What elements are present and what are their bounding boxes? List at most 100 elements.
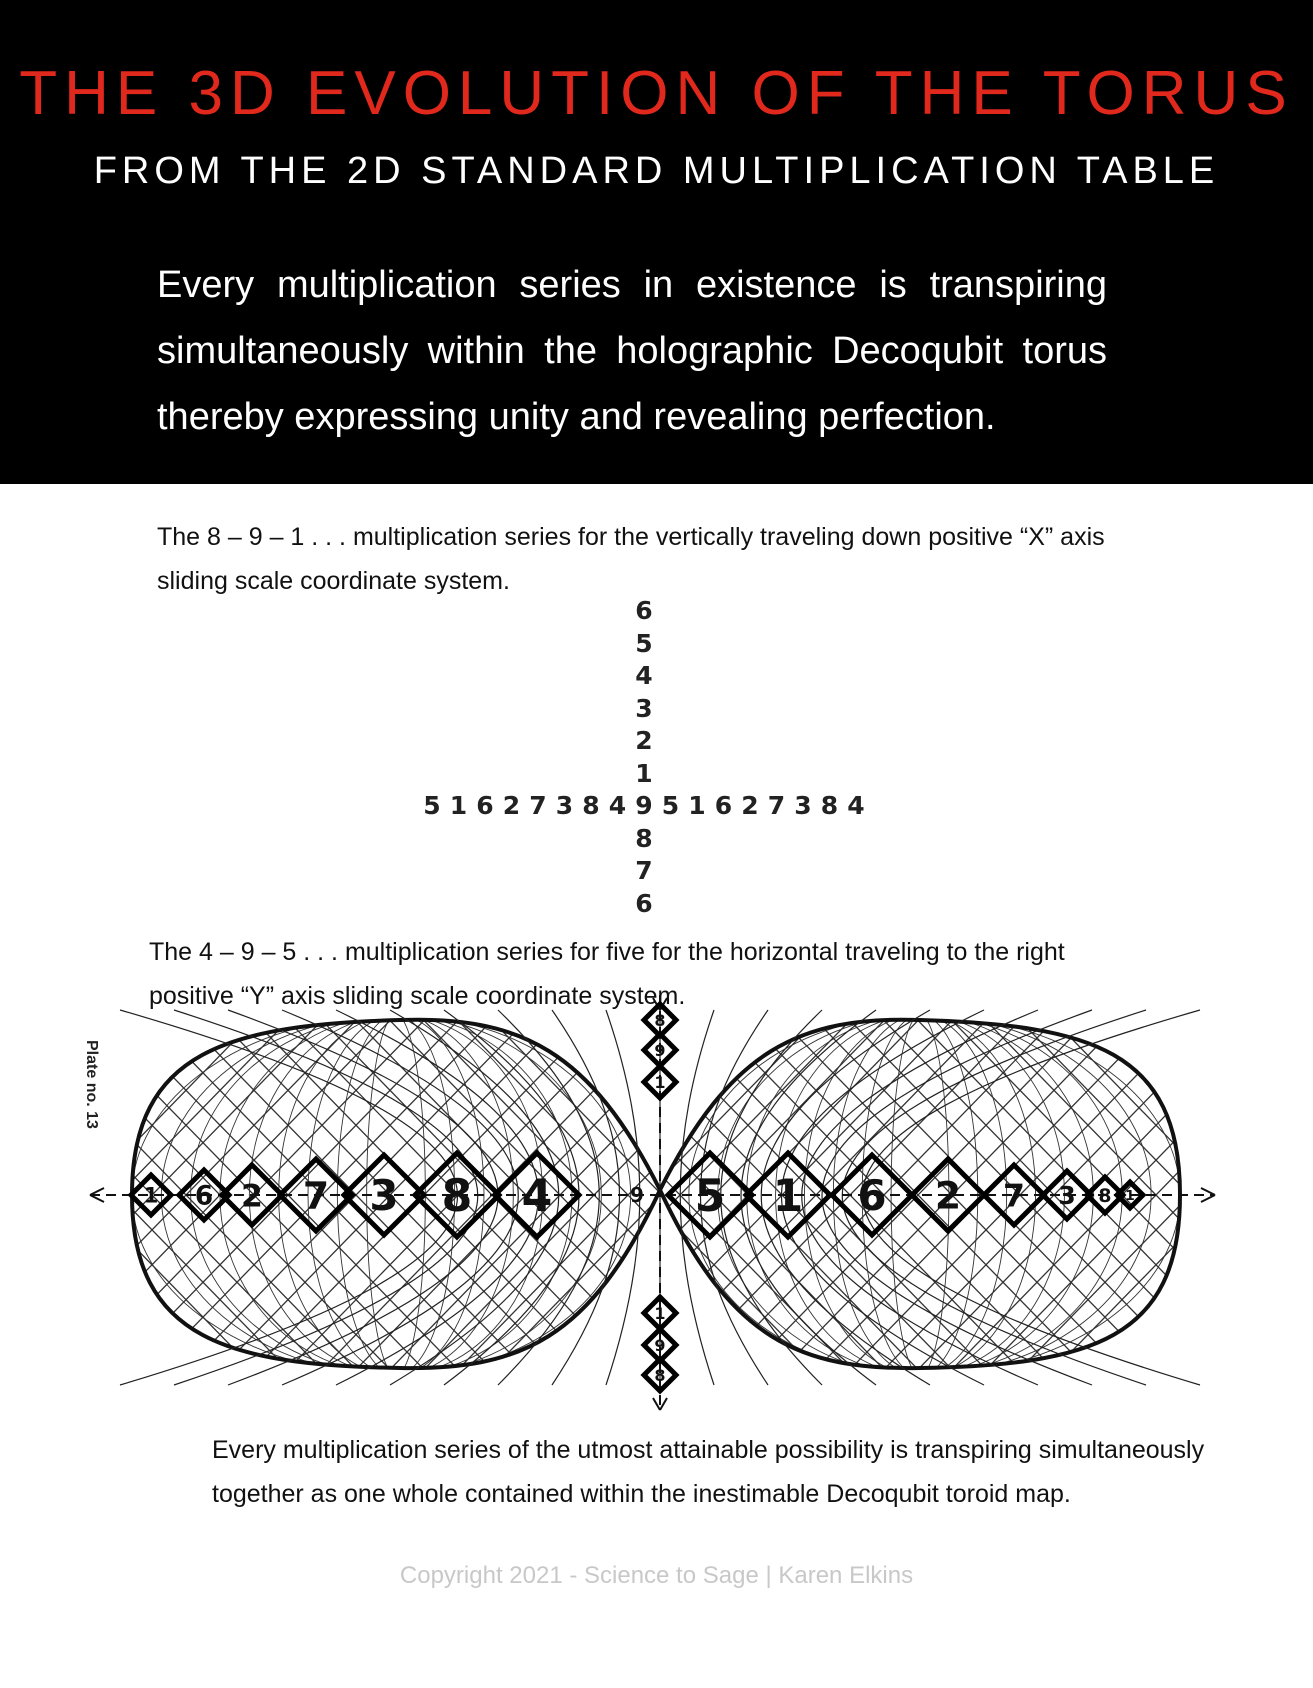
right-sequence-digit: 1 — [773, 1171, 804, 1222]
left-lobe-lattice-line — [0, 1000, 36, 1390]
cross-horizontal-digit: 3 — [555, 791, 574, 820]
waist-line — [821, 1009, 1093, 1386]
left-lobe-lattice-line — [132, 1019, 275, 1369]
left-lobe-lattice-line — [471, 1019, 660, 1369]
bottom-caption: Every multiplication series of the utmos… — [212, 1436, 1205, 1508]
right-lobe-lattice-line — [999, 1019, 1180, 1369]
bottom-sequence-digit: 9 — [654, 1336, 665, 1355]
waist-line — [679, 1009, 715, 1386]
waist-line — [497, 1009, 600, 1386]
top-sequence-digit: 9 — [654, 1041, 665, 1060]
cross-horizontal-digit: 5 — [423, 791, 441, 820]
right-sequence-digit: 5 — [695, 1171, 726, 1222]
left-lobe-lattice-line — [132, 1019, 343, 1369]
right-lobe-lattice-line — [1169, 1019, 1180, 1369]
right-sequence-digit: 7 — [1003, 1178, 1025, 1214]
top-diamond — [640, 1062, 680, 1102]
header-banner: THE 3D EVOLUTION OF THE TORUS FROM THE 2… — [0, 0, 1313, 484]
left-lobe-lattice-line — [471, 1019, 660, 1369]
right-lobe-lattice-line — [761, 1019, 1143, 1369]
bottom-arrow-icon — [652, 1397, 668, 1411]
cross-vertical-digit: 6 — [635, 596, 653, 625]
right-lobe-lattice-line — [1033, 1019, 1180, 1369]
cross-horizontal-digit: 6 — [476, 791, 494, 820]
right-lobe-lattice-line — [1204, 1000, 1313, 1390]
cross-vertical-digit: 7 — [635, 856, 653, 885]
bottom-diamond — [640, 1355, 680, 1395]
right-arrow-icon — [1200, 1187, 1216, 1203]
waist-line — [281, 1009, 519, 1386]
cross-vertical-digit: 1 — [635, 758, 653, 788]
top-sequence-digit: 8 — [654, 1011, 665, 1030]
cross-horizontal-digit: 8 — [820, 791, 839, 820]
left-diamond — [340, 1151, 428, 1239]
right-diamond — [1039, 1167, 1095, 1223]
right-lobe-lattice-line — [1238, 1000, 1313, 1390]
bottom-diamond — [640, 1293, 680, 1333]
cross-horizontal-digit: 1 — [688, 791, 706, 820]
left-lobe-lattice-line — [132, 1019, 139, 1369]
left-sequence-digit: 2 — [241, 1178, 263, 1214]
intro-text: Every multiplication series in existence… — [157, 264, 1107, 438]
right-lobe-lattice-line — [1272, 1000, 1313, 1390]
left-lobe-lattice-line — [132, 1019, 309, 1369]
left-arrow-icon — [89, 1187, 105, 1203]
cross-horizontal-digit: 3 — [794, 791, 812, 820]
right-diamond — [1113, 1178, 1147, 1212]
right-lobe-lattice-line — [1272, 1000, 1313, 1390]
cross-horizontal-digit: 1 — [449, 791, 468, 820]
cross-horizontal-digit: 4 — [847, 791, 865, 820]
cross-vertical-digit: 8 — [635, 823, 653, 853]
cross-horizontal-digit: 2 — [502, 791, 521, 820]
cross-horizontal-digit: 4 — [608, 791, 627, 820]
cross-vertical-digit: 5 — [635, 628, 653, 658]
page-subtitle: FROM THE 2D STANDARD MULTIPLICATION TABL… — [93, 150, 1220, 192]
bottom-sequence-digit: 1 — [654, 1304, 665, 1323]
left-sequence-digit: 3 — [369, 1171, 398, 1220]
right-sequence-digit: 6 — [857, 1171, 886, 1220]
cross-vertical-digit: 6 — [635, 888, 653, 918]
right-lobe-lattice-line — [727, 1019, 1109, 1369]
waist-line — [119, 1009, 458, 1386]
top-diamond — [640, 1000, 680, 1040]
right-sequence-digit: 2 — [935, 1174, 961, 1218]
left-sequence-digit: 7 — [303, 1174, 329, 1218]
copyright-footer: Copyright 2021 - Science to Sage | Karen… — [399, 1562, 914, 1589]
left-diamond — [127, 1171, 175, 1219]
left-sequence-digit: 1 — [144, 1184, 159, 1208]
left-lobe-lattice-line — [0, 1000, 70, 1390]
left-lobe-lattice-line — [0, 1000, 104, 1390]
left-diamond — [491, 1149, 583, 1241]
waist-line — [720, 1009, 823, 1386]
waist-line — [740, 1009, 877, 1386]
right-lobe-lattice-line — [1169, 1019, 1180, 1369]
right-sequence-digit: 1 — [1125, 1188, 1135, 1204]
bottom-sequence-digit: 8 — [654, 1366, 665, 1385]
x-axis-caption: The 8 – 9 – 1 . . . multiplication serie… — [157, 523, 1105, 595]
right-lobe-lattice-line — [660, 1019, 837, 1369]
cross-vertical-digit: 4 — [635, 661, 653, 690]
right-lobe-meridian — [775, 1019, 1065, 1369]
left-lobe-lattice-line — [0, 1000, 70, 1390]
left-lobe-lattice-line — [132, 1019, 309, 1369]
right-diamond — [664, 1149, 756, 1241]
cross-horizontal-digit: 6 — [714, 791, 733, 820]
left-lobe-lattice-line — [0, 1000, 36, 1390]
left-diamond — [175, 1166, 233, 1224]
cross-vertical-digit: 3 — [635, 693, 653, 723]
left-lobe-lattice-line — [199, 1019, 581, 1369]
right-diamond — [1083, 1173, 1127, 1217]
left-sequence-digit: 6 — [195, 1181, 213, 1211]
y-axis-caption: The 4 – 9 – 5 . . . multiplication serie… — [149, 938, 1065, 1010]
right-lobe-lattice-line — [1033, 1019, 1180, 1369]
cross-horizontal-digit: 7 — [529, 791, 547, 820]
right-sequence-digit: 3 — [1058, 1181, 1076, 1210]
cross-center-digit: 9 — [635, 791, 653, 820]
waist-line — [760, 1009, 931, 1386]
cross-vertical-digit: 2 — [635, 726, 653, 755]
top-diamond — [640, 1030, 680, 1070]
right-lobe-lattice-line — [999, 1019, 1180, 1369]
left-lobe-lattice-line — [132, 1019, 139, 1369]
